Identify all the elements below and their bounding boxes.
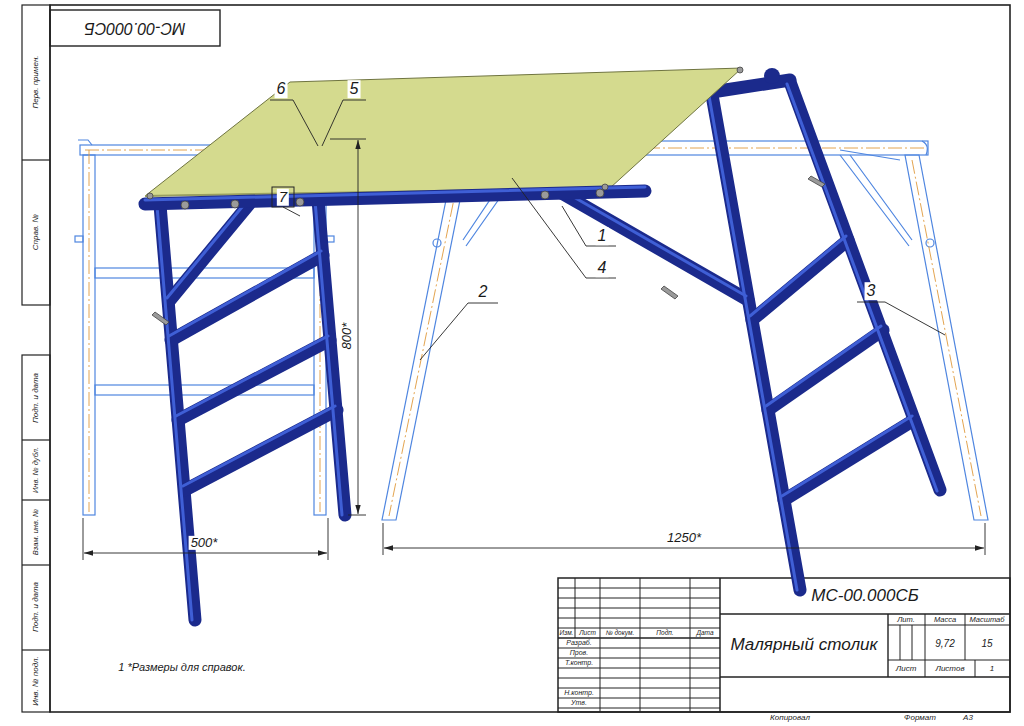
callout-number: 1 [596,227,609,245]
side-view-ghost [75,140,988,520]
bolt [147,67,825,325]
table-cell: 1 [990,664,994,673]
table-cell: Масса [934,615,956,623]
table-cell: Изм. [560,629,574,636]
center-line [85,148,981,516]
dimension-value: 500* [189,536,220,550]
leader-line [270,100,945,360]
table-cell: Листов [935,664,964,673]
table-cell: Утв. [571,699,587,707]
drawing-code: МС-00.000СБ [84,19,185,37]
dimension-line [83,139,985,560]
table-cell: Н.контр. [564,689,594,697]
strip-cell: Инв. № дубл. [32,447,40,493]
drawing-code: МС-00.000СБ [811,587,918,606]
table-cell: Разраб. [566,639,591,647]
tabletop [145,68,742,196]
dimension-value: 1250* [665,531,703,545]
callout-number: 7 [277,189,289,206]
table-cell: 15 [981,638,992,649]
table-cell: Лист [896,664,917,673]
drawing-frame [22,5,1010,712]
strip-cell: Перв. примен. [32,55,41,108]
table-cell: Дата [696,629,713,636]
title-block [558,578,1010,712]
table-cell: Масштаб [969,615,1004,623]
table-cell: Лист [579,629,596,636]
table-cell: № докум. [606,629,635,636]
note-text: 1 *Размеры для справок. [118,661,245,673]
table-cell: Т.контр. [565,659,593,667]
dimension-value: 800* [340,321,354,352]
table-cell: Лит. [897,615,915,623]
table-cell: Пров. [570,649,588,657]
table-cell: Подп. [656,629,673,636]
callout-number: 4 [596,259,609,277]
callout-number: 6 [275,80,288,98]
footer-text: Формат [904,714,936,723]
footer-text: А3 [963,714,973,723]
callout-number: 5 [348,80,361,98]
table-cell: 9,72 [935,638,954,649]
callout-number: 2 [477,283,490,301]
footer-text: Копировал [770,714,810,723]
front-rail [145,187,645,204]
strip-cell: Подп. и дата [32,582,41,632]
drawing-title: Малярный столик [730,636,877,655]
strip-cell: Подп. и дата [32,373,41,423]
strip-cell: Справ. № [32,214,41,250]
strip-cell: Взам. инв. № [32,509,40,555]
callout-number: 3 [865,282,878,300]
strip-cell: Инв. № подл. [32,656,41,706]
